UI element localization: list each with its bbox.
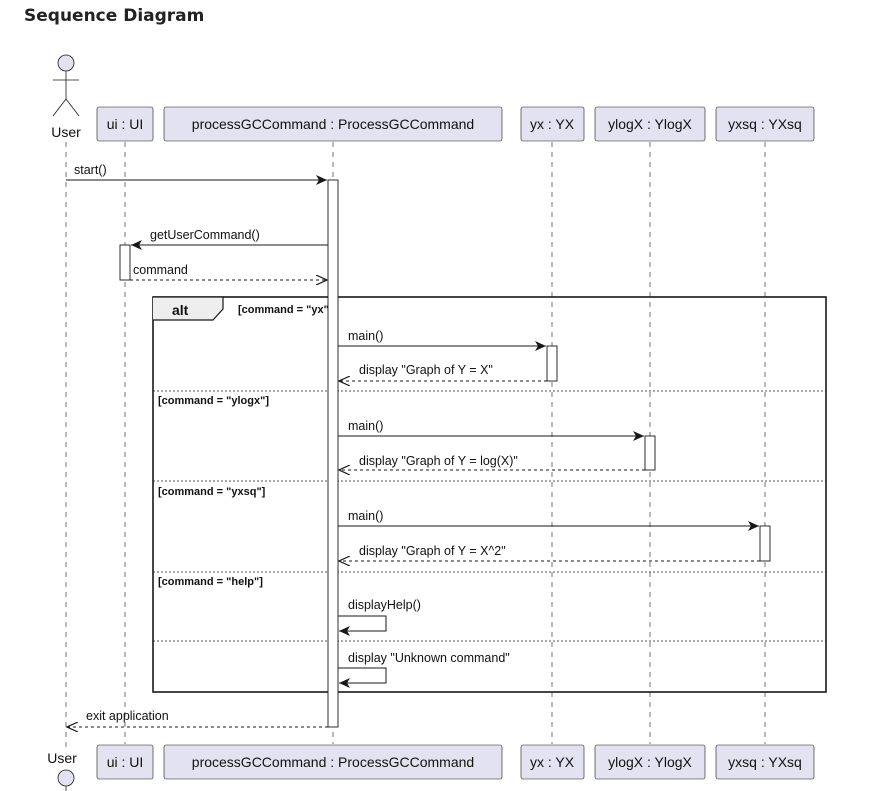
- participant-label: ui : UI: [107, 116, 144, 132]
- participant-label: processGCCommand : ProcessGCCommand: [192, 116, 474, 132]
- alt-guard-help: [command = "help"]: [158, 576, 263, 588]
- activation-ylogx: [644, 435, 656, 471]
- message-label: display "Graph of Y = log(X)": [359, 454, 518, 468]
- message-label: exit application: [86, 709, 169, 723]
- activations: [119, 179, 771, 728]
- alt-label: alt: [172, 302, 189, 318]
- alt-frame: [152, 296, 827, 693]
- activation-ui: [119, 244, 131, 281]
- participant-box-yxsq: [715, 744, 815, 780]
- participant-label: User: [47, 750, 77, 766]
- participant-box-ui: [96, 744, 154, 780]
- participant-label: yxsq : YXsq: [728, 116, 802, 132]
- actor-leg: [52, 98, 67, 117]
- participant-box-yx: [520, 106, 585, 142]
- activation-pgc: [327, 179, 339, 728]
- messages: start() getUserCommand() command main() …: [66, 163, 760, 727]
- participant-box-ui: [96, 106, 154, 142]
- message-label: main(): [348, 419, 383, 433]
- alt-guard-yxsq: [command = "yxsq"]: [158, 486, 266, 498]
- actor-head-icon: [57, 769, 75, 787]
- participant-label: yx : YX: [530, 754, 575, 770]
- alt-fragment: alt [command = "yx"] [command = "ylogx"]…: [152, 296, 827, 693]
- actor-user: User: [51, 54, 81, 140]
- self-message-arrow: [338, 615, 387, 636]
- alt-guard-ylogx: [command = "ylogx"]: [158, 395, 269, 407]
- message-label: main(): [348, 509, 383, 523]
- participant-box-ylogx: [594, 106, 706, 142]
- message-label: display "Unknown command": [348, 651, 510, 665]
- message-label: main(): [348, 329, 383, 343]
- participant-label: yxsq : YXsq: [728, 754, 802, 770]
- page-title: Sequence Diagram: [24, 6, 205, 26]
- message-label: start(): [74, 163, 107, 177]
- participant-label: ylogX : YlogX: [608, 116, 692, 132]
- participant-box-ylogx: [594, 744, 706, 780]
- participant-label: User: [51, 124, 81, 140]
- participant-label: processGCCommand : ProcessGCCommand: [192, 754, 474, 770]
- participants-top: User ui : UI processGCCommand : ProcessG…: [51, 54, 815, 142]
- self-message-arrow: [338, 667, 387, 688]
- actor-head-icon: [57, 54, 75, 72]
- participant-box-yx: [520, 744, 585, 780]
- actor-leg: [65, 98, 80, 117]
- message-label: display "Graph of Y = X": [359, 363, 493, 377]
- message-label: display "Graph of Y = X^2": [359, 544, 506, 558]
- participant-box-pgc: [163, 744, 503, 780]
- message-label: displayHelp(): [348, 598, 421, 612]
- message-label: command: [133, 263, 188, 277]
- participant-box-pgc: [163, 106, 503, 142]
- alt-tab: [153, 296, 224, 321]
- activation-yx: [546, 345, 558, 382]
- participant-label: ui : UI: [107, 754, 144, 770]
- activation-yxsq: [759, 525, 771, 562]
- actor-user-bottom: User: [47, 750, 77, 791]
- participant-label: ylogX : YlogX: [608, 754, 692, 770]
- message-label: getUserCommand(): [150, 228, 260, 242]
- participant-label: yx : YX: [530, 116, 575, 132]
- participant-box-yxsq: [715, 106, 815, 142]
- alt-guard-yx: [command = "yx"]: [238, 304, 333, 316]
- participants-bottom: User ui : UI processGCCommand : ProcessG…: [47, 744, 815, 791]
